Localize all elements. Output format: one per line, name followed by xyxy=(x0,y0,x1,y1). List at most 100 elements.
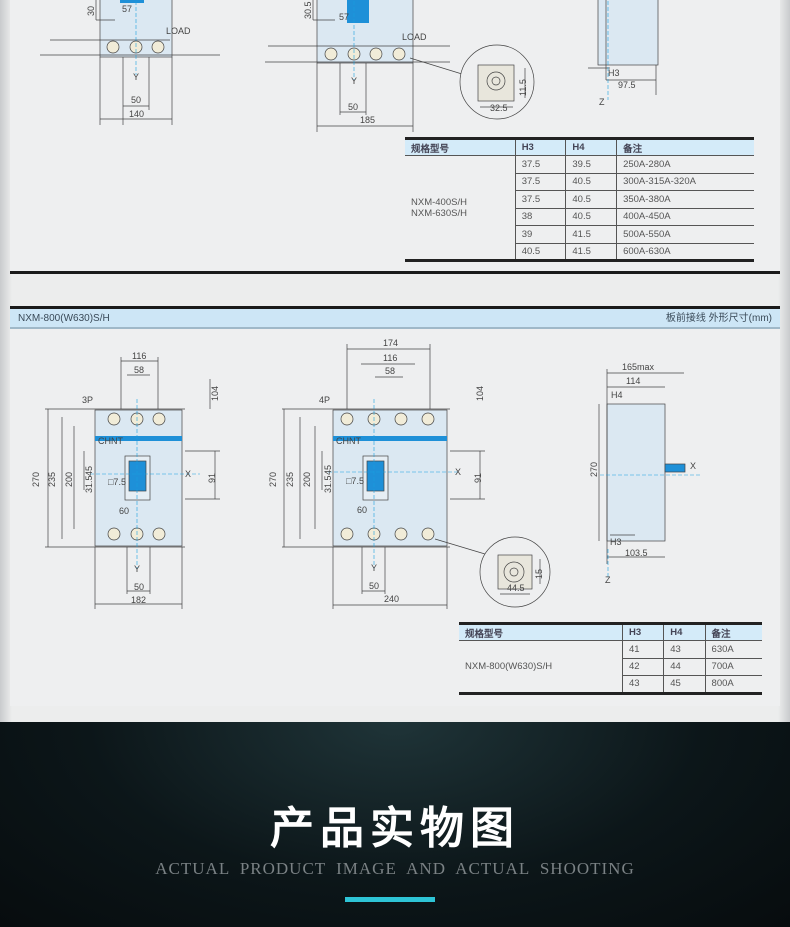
panel-model: NXM-800(W630)S/H xyxy=(18,313,110,324)
cell: 500A-550A xyxy=(616,225,754,243)
cell: 300A-315A-320A xyxy=(616,172,754,191)
cell: 40.5 xyxy=(565,190,617,208)
dim-200: 200 xyxy=(64,472,74,487)
dim-31-5-4p: 31.5 xyxy=(323,475,333,493)
dim-185: 185 xyxy=(360,115,375,125)
dim-58-4p: 58 xyxy=(385,366,395,376)
cell: 37.5 xyxy=(514,172,566,191)
dim-91-4p: 91 xyxy=(473,473,483,483)
cell: 41 xyxy=(621,640,664,658)
cell: 37.5 xyxy=(514,155,566,173)
axis-x-side: X xyxy=(690,461,696,471)
model-line: NXM-630S/H xyxy=(411,207,467,219)
brand-logo-4p: CHNT xyxy=(336,436,361,446)
col-h4: H4 xyxy=(663,623,706,641)
panel-header: NXM-800(W630)S/H 板前接线 外形尺寸(mm) xyxy=(10,309,780,329)
col-h4: H4 xyxy=(565,138,617,156)
axis-z: Z xyxy=(599,97,605,107)
load-label-4p: LOAD xyxy=(402,32,427,42)
axis-x: X xyxy=(185,469,191,479)
col-note: 备注 xyxy=(616,138,754,156)
dim-116-4p: 116 xyxy=(383,353,397,363)
label-4p: 4P xyxy=(319,395,330,405)
dim-104: 104 xyxy=(210,386,220,401)
axis-y-4p: Y xyxy=(351,76,357,86)
cell: 41.5 xyxy=(565,225,617,243)
dim-97-5: 97.5 xyxy=(618,80,636,90)
axis-y: Y xyxy=(133,72,139,82)
dim-240: 240 xyxy=(384,594,399,604)
cell: 42 xyxy=(621,657,664,676)
dim-165max: 165max xyxy=(622,362,655,372)
dim-60: 60 xyxy=(119,506,129,516)
axis-x-4p: X xyxy=(455,467,461,477)
cell: 250A-280A xyxy=(616,155,754,173)
label-h3: H3 xyxy=(610,537,622,547)
cell: 39.5 xyxy=(565,155,617,173)
spec-panel-400-630: 57 30 LOAD Y 50 140 57 30.5 LOAD Y 50 18… xyxy=(10,0,780,274)
dim-104-4p: 104 xyxy=(475,386,485,401)
dim-15: 15 xyxy=(534,569,544,579)
banner-title: 产品实物图 xyxy=(270,803,520,854)
dim-57: 57 xyxy=(122,4,132,14)
breaker-4p-body xyxy=(332,409,448,547)
col-note: 备注 xyxy=(704,623,762,641)
dim-174: 174 xyxy=(383,338,398,348)
accent-bar xyxy=(345,897,435,902)
dim-50-4p: 50 xyxy=(369,581,379,591)
dim-32-5: 32.5 xyxy=(490,103,508,113)
dim-31-5: 31.5 xyxy=(84,475,94,493)
cell: 44 xyxy=(663,657,706,676)
dim-7-5: □7.5 xyxy=(108,477,126,487)
cell: 630A xyxy=(704,640,762,658)
dim-270-4p: 270 xyxy=(268,472,278,487)
cell: 400A-450A xyxy=(616,207,754,226)
dimension-drawings-800: 3P 116 58 104 270 235 200 45 31.5 91 X Y… xyxy=(31,338,700,609)
product-image-banner: 产品实物图 ACTUAL PRODUCT IMAGE AND ACTUAL SH… xyxy=(0,722,790,927)
cell: 37.5 xyxy=(514,190,566,208)
dim-30: 30 xyxy=(86,6,96,16)
dim-270: 270 xyxy=(31,472,41,487)
dim-270-side: 270 xyxy=(589,462,599,477)
model-line: NXM-400S/H xyxy=(411,196,467,208)
panel-unit: 板前接线 外形尺寸(mm) xyxy=(665,313,772,324)
dim-200-4p: 200 xyxy=(302,472,312,487)
cell: 40.5 xyxy=(514,242,566,261)
col-model: 规格型号 xyxy=(459,623,623,641)
dim-235: 235 xyxy=(47,472,57,487)
axis-z: Z xyxy=(605,575,611,585)
brand-logo: CHNT xyxy=(98,436,123,446)
dim-30-5: 30.5 xyxy=(303,1,313,19)
cell: 700A xyxy=(704,657,762,676)
axis-y-4p: Y xyxy=(371,563,377,573)
cell: 38 xyxy=(514,207,566,226)
cell: 40.5 xyxy=(565,207,617,226)
cell: 40.5 xyxy=(565,172,617,191)
cell: 800A xyxy=(704,675,762,693)
dim-91: 91 xyxy=(207,473,217,483)
dim-114: 114 xyxy=(626,376,640,386)
cell: 43 xyxy=(621,675,664,693)
label-h4: H4 xyxy=(611,390,623,400)
label-3p: 3P xyxy=(82,395,93,405)
dim-60-4p: 60 xyxy=(357,505,367,515)
banner-subtitle: ACTUAL PRODUCT IMAGE AND ACTUAL SHOOTING xyxy=(155,859,635,878)
dim-45-4p: 45 xyxy=(323,465,333,475)
col-h3: H3 xyxy=(621,623,664,641)
cell: 39 xyxy=(514,225,566,243)
dim-50-4p: 50 xyxy=(348,102,358,112)
spec-panel-800: NXM-800(W630)S/H 板前接线 外形尺寸(mm) 3P 116 58 … xyxy=(10,306,780,706)
col-h3: H3 xyxy=(514,138,566,156)
